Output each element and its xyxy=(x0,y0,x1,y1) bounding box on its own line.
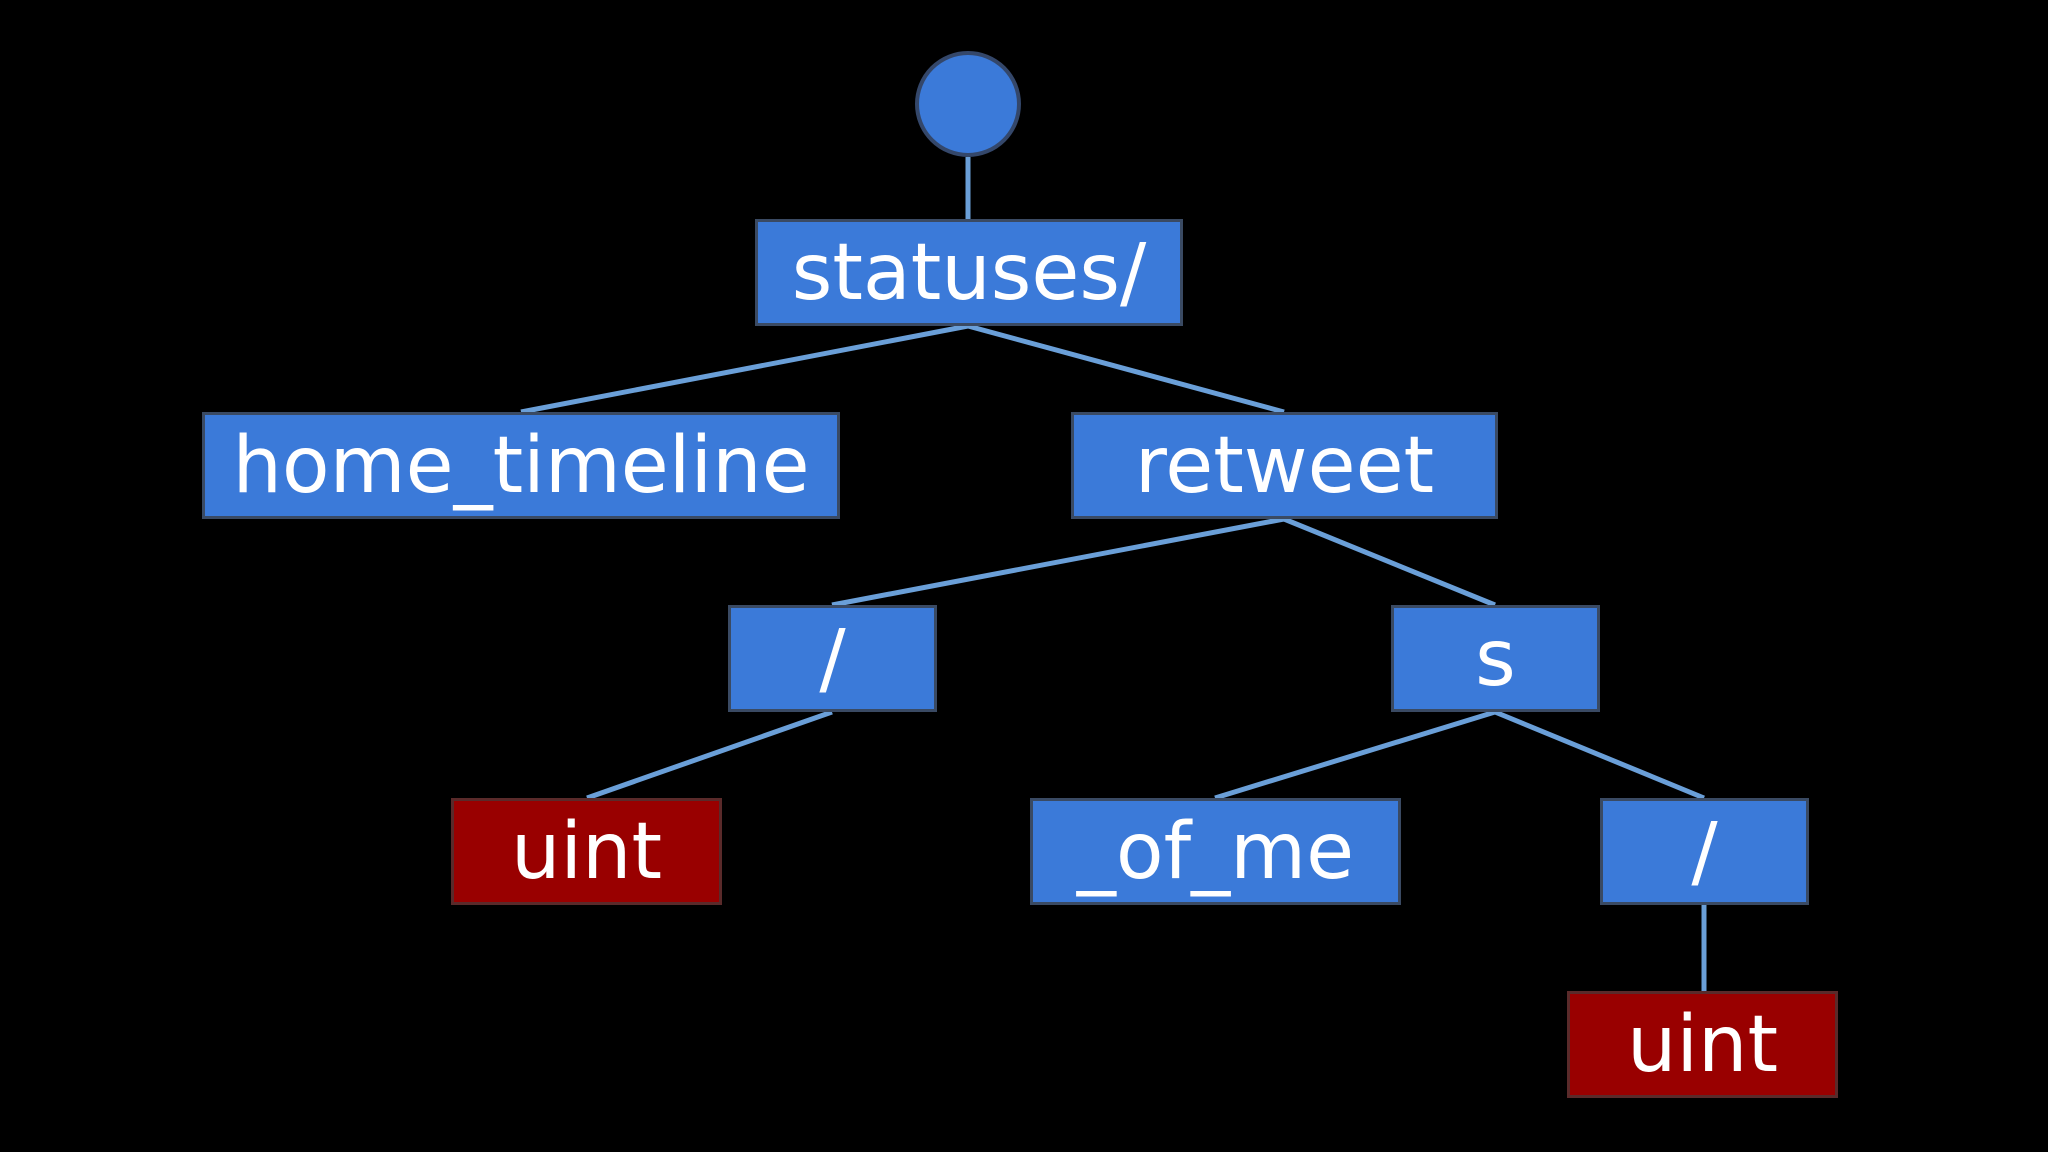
node-retweet: retweet xyxy=(1071,412,1498,519)
node-slash: / xyxy=(728,605,937,712)
node-label: statuses/ xyxy=(791,227,1147,318)
node-label: / xyxy=(1691,806,1718,897)
edge-statuses-home-timeline xyxy=(520,323,969,415)
node-label: retweet xyxy=(1134,420,1435,511)
edge-slash-uint xyxy=(586,709,833,801)
node-label: uint xyxy=(1626,999,1779,1090)
node-uint-param: uint xyxy=(1567,991,1838,1098)
node-of-me: _of_me xyxy=(1030,798,1401,905)
node-label: _of_me xyxy=(1076,806,1355,897)
edge-retweet-s xyxy=(1283,516,1496,608)
root-node xyxy=(915,51,1021,157)
node-statuses: statuses/ xyxy=(755,219,1183,326)
node-label: home_timeline xyxy=(232,420,810,511)
node-s: s xyxy=(1391,605,1600,712)
node-label: s xyxy=(1475,613,1516,704)
node-label: / xyxy=(819,613,846,704)
edge-s-slash xyxy=(1494,709,1705,801)
edge-retweet-slash xyxy=(831,516,1285,608)
node-home-timeline: home_timeline xyxy=(202,412,840,519)
node-uint-param: uint xyxy=(451,798,722,905)
node-slash: / xyxy=(1600,798,1809,905)
node-label: uint xyxy=(510,806,663,897)
edge-statuses-retweet xyxy=(967,323,1285,415)
edge-s-of-me xyxy=(1214,709,1496,801)
